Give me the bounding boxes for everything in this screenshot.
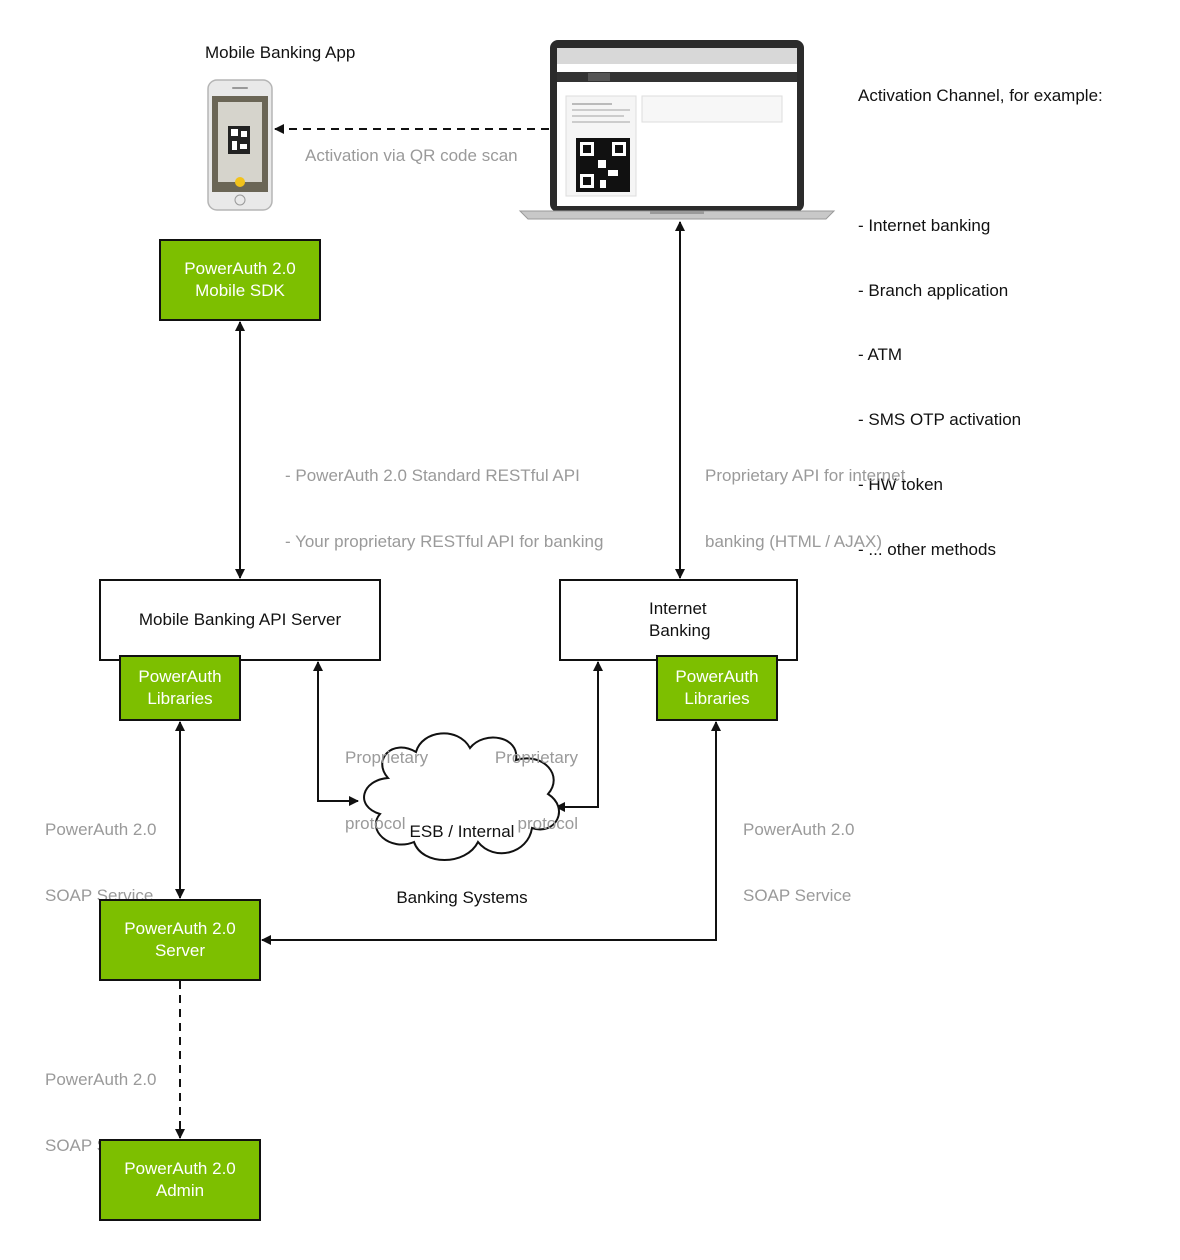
soap-service-right-label: PowerAuth 2.0 SOAP Service	[743, 820, 855, 905]
laptop-icon	[518, 40, 836, 220]
esb-node: ESB / Internal Banking Systems	[396, 822, 528, 907]
qr-scan-label: Activation via QR code scan	[305, 146, 518, 165]
activation-channel-title: Activation Channel, for example:	[858, 86, 1103, 106]
api-server-node: Mobile Banking API Server	[99, 579, 381, 661]
activation-channel-item: - ATM	[858, 345, 903, 365]
activation-channel-list: Activation Channel, for example: - Inter…	[858, 42, 1103, 582]
activation-channel-item: - Branch application	[858, 280, 1009, 300]
proprietary-protocol-right-label: Proprietary protocol	[494, 748, 578, 833]
activation-channel-item: - ... other methods	[858, 539, 996, 559]
mobile-app-title: Mobile Banking App	[205, 43, 356, 62]
ib-api-label: Proprietary API for internet banking (HT…	[705, 466, 906, 551]
iblibs-server-connector	[261, 721, 721, 945]
activation-channel-item: - Internet banking	[858, 215, 991, 235]
activation-channel-item: - SMS OTP activation	[858, 410, 1022, 430]
activation-channel-item: - HW token	[858, 474, 944, 494]
esb-cloud-shape	[363, 732, 560, 861]
proprietary-protocol-left-label: Proprietary protocol	[345, 748, 429, 833]
phone-icon	[207, 79, 273, 211]
